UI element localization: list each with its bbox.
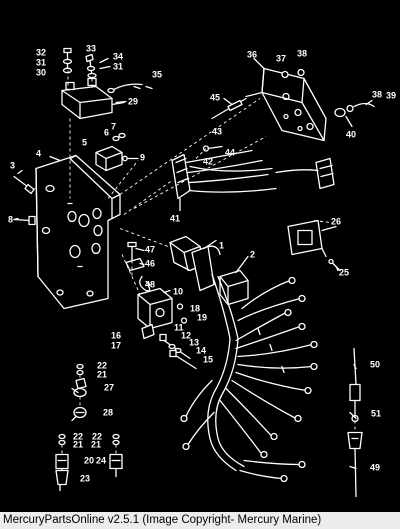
callout-28: 28: [103, 408, 113, 418]
callout-2: 2: [250, 250, 255, 260]
callout-31: 31: [36, 58, 46, 68]
callout-6: 6: [104, 128, 109, 138]
callout-25: 25: [339, 268, 349, 278]
callout-12: 12: [181, 331, 191, 341]
callout-34: 34: [113, 52, 123, 62]
sensor-27-28: [73, 377, 87, 419]
ignition-coil-5: [95, 145, 123, 172]
callout-42: 42: [203, 157, 213, 167]
relay-29: [61, 77, 125, 120]
plug-assembly-1: [169, 235, 221, 292]
callout-33: 33: [86, 44, 96, 54]
callout-16: 16: [111, 331, 121, 341]
screw-47: [127, 241, 137, 262]
probe-49-51: [347, 347, 363, 498]
callout-38: 38: [297, 49, 307, 59]
switch-assembly-10: [137, 287, 173, 340]
callout-18: 18: [190, 304, 200, 314]
callout-8: 8: [8, 215, 13, 225]
callout-22: 22: [97, 361, 107, 371]
callout-21: 21: [73, 440, 83, 450]
callout-36: 36: [247, 50, 257, 60]
callout-31: 31: [113, 62, 123, 72]
callout-46: 46: [145, 259, 155, 269]
callout-1: 1: [219, 241, 224, 251]
callout-5: 5: [82, 138, 87, 148]
grommet-38-40: [334, 102, 375, 118]
wire-45: [211, 97, 247, 120]
callout-4: 4: [36, 149, 41, 159]
callout-44: 44: [225, 148, 235, 158]
multi-pin-plug: [275, 157, 335, 190]
callout-37: 37: [276, 54, 286, 64]
callout-23: 23: [80, 474, 90, 484]
callout-38: 38: [372, 90, 382, 100]
washers-21-22: [58, 363, 120, 446]
callout-11: 11: [174, 323, 184, 333]
screw-stack-33-34: [85, 53, 111, 79]
callout-21: 21: [91, 440, 101, 450]
footer-text: MercuryPartsOnline v2.5.1 (Image Copyrig…: [3, 514, 322, 526]
callout-24: 24: [96, 456, 106, 466]
callout-3: 3: [10, 161, 15, 171]
screw-8: [13, 215, 36, 226]
mounting-plate: [35, 154, 121, 310]
callout-leaders: [13, 57, 373, 470]
callout-7: 7: [111, 122, 116, 132]
callout-30: 30: [36, 68, 46, 78]
callout-48: 48: [145, 280, 155, 290]
copyright-footer: MercuryPartsOnline v2.5.1 (Image Copyrig…: [0, 512, 400, 529]
sensor-23: [55, 469, 69, 492]
wiring-harness: [180, 273, 318, 483]
callouts: 32 31 30 33 34 31 35 29 36 37 38 45 38 3…: [8, 44, 396, 484]
connector-2: [219, 269, 249, 306]
wire-lead-35: [107, 83, 143, 94]
callout-35: 35: [152, 70, 162, 80]
callout-50: 50: [370, 360, 380, 370]
callout-43: 43: [212, 127, 222, 137]
harness-connector-41: [171, 145, 277, 200]
washer-6-7: [112, 132, 126, 142]
callout-51: 51: [371, 409, 381, 419]
callout-41: 41: [170, 214, 180, 224]
callout-14: 14: [196, 346, 206, 356]
cover-plate-36: [245, 67, 327, 142]
screw-9: [122, 155, 139, 162]
callout-47: 47: [145, 245, 155, 255]
screw-stack-30-32: [62, 47, 73, 74]
clip-48: [139, 275, 151, 292]
callout-39: 39: [386, 91, 396, 101]
callout-15: 15: [203, 355, 213, 365]
callout-10: 10: [173, 287, 183, 297]
callout-49: 49: [370, 463, 380, 473]
assembly-lines: [29, 70, 356, 455]
callout-19: 19: [197, 313, 207, 323]
screw-3: [13, 175, 35, 195]
clamp-46: [125, 257, 145, 272]
callout-13: 13: [189, 338, 199, 348]
callout-29: 29: [128, 97, 138, 107]
callout-22: 22: [92, 432, 102, 442]
callout-40: 40: [346, 130, 356, 140]
bracket-26: [287, 219, 327, 258]
screws-11-19: [159, 303, 197, 370]
callout-22: 22: [73, 432, 83, 442]
callout-26: 26: [331, 217, 341, 227]
callout-17: 17: [111, 341, 121, 351]
callout-27: 27: [104, 383, 114, 393]
callout-32: 32: [36, 48, 46, 58]
callout-21: 21: [97, 370, 107, 380]
sensors-20-24: [55, 453, 123, 478]
callout-20: 20: [84, 456, 94, 466]
callout-45: 45: [210, 93, 220, 103]
callout-9: 9: [140, 153, 145, 163]
